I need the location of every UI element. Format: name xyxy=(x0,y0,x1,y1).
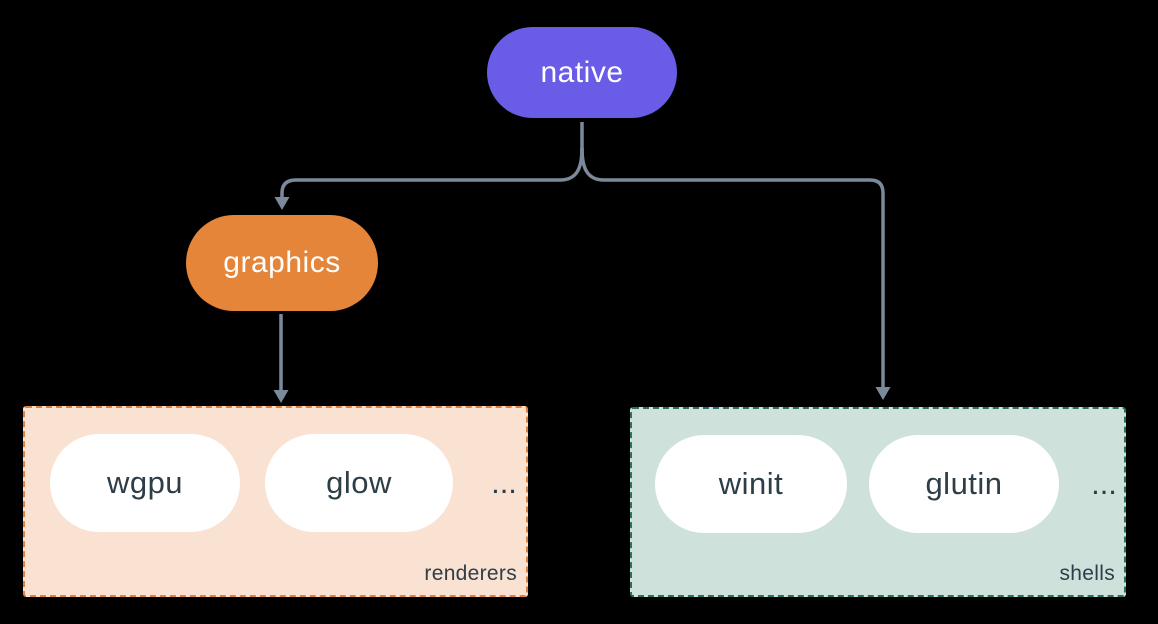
group-shells: winit glutin ... shells xyxy=(630,407,1126,597)
arrowhead-shells xyxy=(875,387,891,400)
arrowhead-graphics xyxy=(274,197,290,210)
pill-glutin-label: glutin xyxy=(925,466,1003,501)
node-graphics: graphics xyxy=(186,215,378,311)
pill-wgpu-label: wgpu xyxy=(106,465,184,500)
connector-native-to-shells xyxy=(580,147,885,388)
pill-glow: glow xyxy=(265,434,453,532)
node-graphics-label: graphics xyxy=(223,246,341,279)
pill-glutin: glutin xyxy=(869,435,1059,533)
shells-ellipsis: ... xyxy=(1091,466,1117,501)
group-renderers: wgpu glow ... renderers xyxy=(23,406,528,597)
arrowhead-renderers xyxy=(273,390,289,403)
pill-winit: winit xyxy=(655,435,847,533)
group-renderers-label: renderers xyxy=(424,562,517,585)
node-native: native xyxy=(487,27,677,118)
pill-glow-label: glow xyxy=(326,465,392,500)
renderers-ellipsis: ... xyxy=(491,465,517,500)
group-shells-label: shells xyxy=(1059,562,1115,585)
connector-native-to-graphics xyxy=(280,147,584,198)
pill-wgpu: wgpu xyxy=(50,434,240,532)
node-native-label: native xyxy=(540,55,624,89)
pill-winit-label: winit xyxy=(718,466,784,501)
